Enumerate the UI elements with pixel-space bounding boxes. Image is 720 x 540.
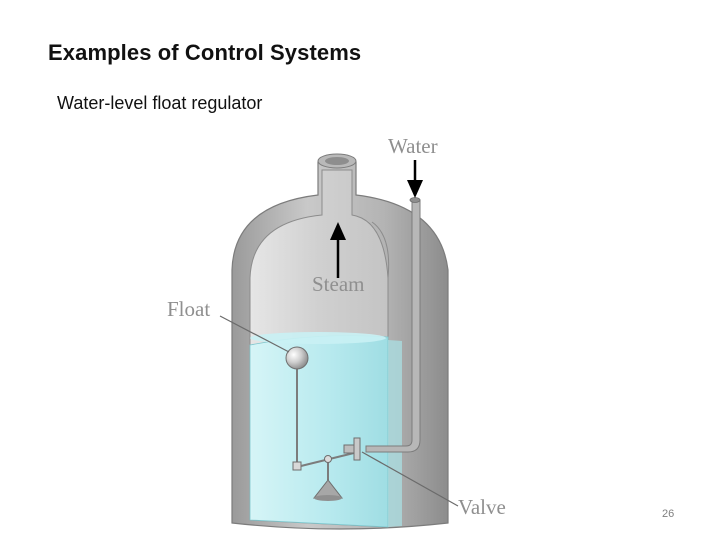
- label-steam: Steam: [312, 272, 365, 296]
- label-water: Water: [388, 134, 438, 158]
- label-float: Float: [167, 297, 210, 321]
- slide-title: Examples of Control Systems: [48, 40, 362, 65]
- float-pivot: [292, 461, 302, 471]
- page-number: 26: [662, 508, 675, 520]
- label-valve: Valve: [458, 495, 506, 519]
- slide-subtitle: Water-level float regulator: [57, 93, 263, 113]
- float-ball: [285, 346, 309, 370]
- water-inlet-pipe: [365, 199, 421, 453]
- float-leader-line: [219, 315, 290, 353]
- valve-body: [353, 437, 361, 461]
- valve-leader-line: [361, 451, 459, 507]
- steam-arrow-head: [330, 222, 346, 240]
- water-arrow-head: [407, 180, 423, 198]
- water-surface: [250, 332, 386, 344]
- tank-cutaway-edge: [371, 221, 390, 279]
- water-shell-tint: [388, 340, 402, 527]
